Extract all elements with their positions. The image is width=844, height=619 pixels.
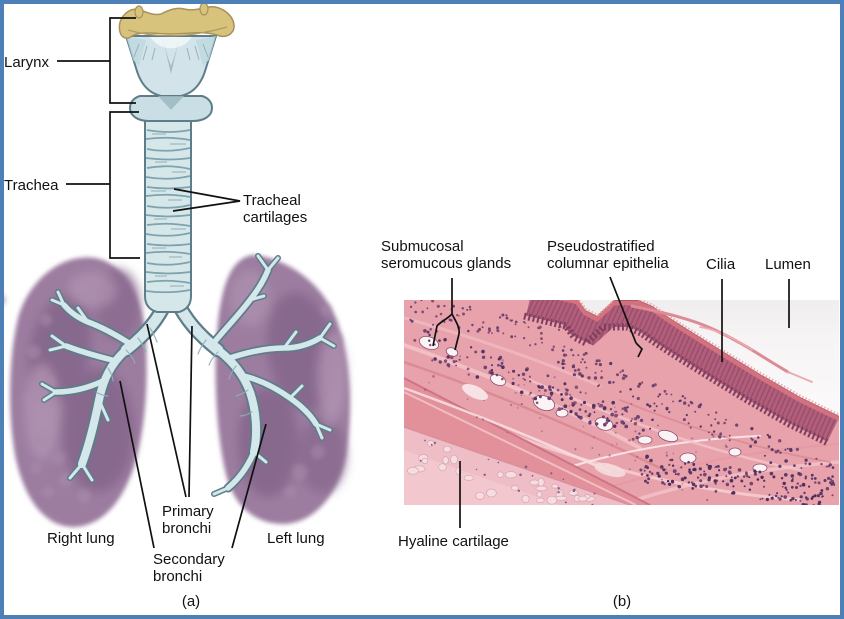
label-primary-bronchi: Primary bronchi [162, 503, 214, 537]
label-pseudostratified-columnar-epithelia: Pseudostratified columnar epithelia [547, 238, 669, 272]
label-tracheal-cartilages: Tracheal cartilages [243, 192, 308, 226]
larynx-illustration [118, 2, 235, 122]
micrograph [404, 300, 839, 505]
label-larynx: Larynx [4, 54, 50, 71]
label-hyaline-cartilage: Hyaline cartilage [398, 533, 509, 550]
label-cilia: Cilia [706, 256, 736, 273]
annotation-lines-a [57, 17, 267, 549]
label-secondary-bronchi: Secondary bronchi [153, 551, 225, 585]
trachea-illustration [144, 119, 192, 313]
label-lumen: Lumen [765, 256, 811, 273]
label-right-lung: Right lung [47, 530, 115, 547]
annotation-lines-b [432, 276, 790, 528]
label-left-lung: Left lung [267, 530, 325, 547]
caption-a: (a) [181, 593, 201, 610]
caption-b: (b) [612, 593, 632, 610]
label-submucosal-seromucous-glands: Submucosal seromucous glands [381, 238, 512, 272]
label-trachea: Trachea [4, 177, 59, 194]
right-lung-illustration [0, 257, 147, 527]
